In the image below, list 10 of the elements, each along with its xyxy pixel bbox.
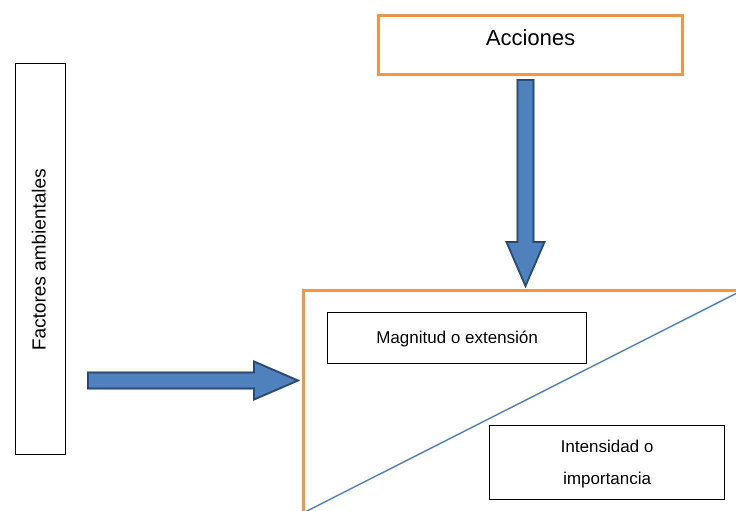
text-box: [327, 312, 587, 364]
text-box: [15, 63, 66, 455]
block-arrow: [504, 79, 546, 289]
box-label: Factores ambientales: [28, 168, 52, 350]
box-label: Acciones: [486, 24, 576, 52]
text-box: [377, 14, 684, 76]
box-label: Magnitud o extensión: [376, 327, 538, 350]
block-arrow: [87, 360, 301, 402]
box-label: Intensidad o importancia: [560, 436, 654, 490]
text-box: [489, 425, 725, 500]
